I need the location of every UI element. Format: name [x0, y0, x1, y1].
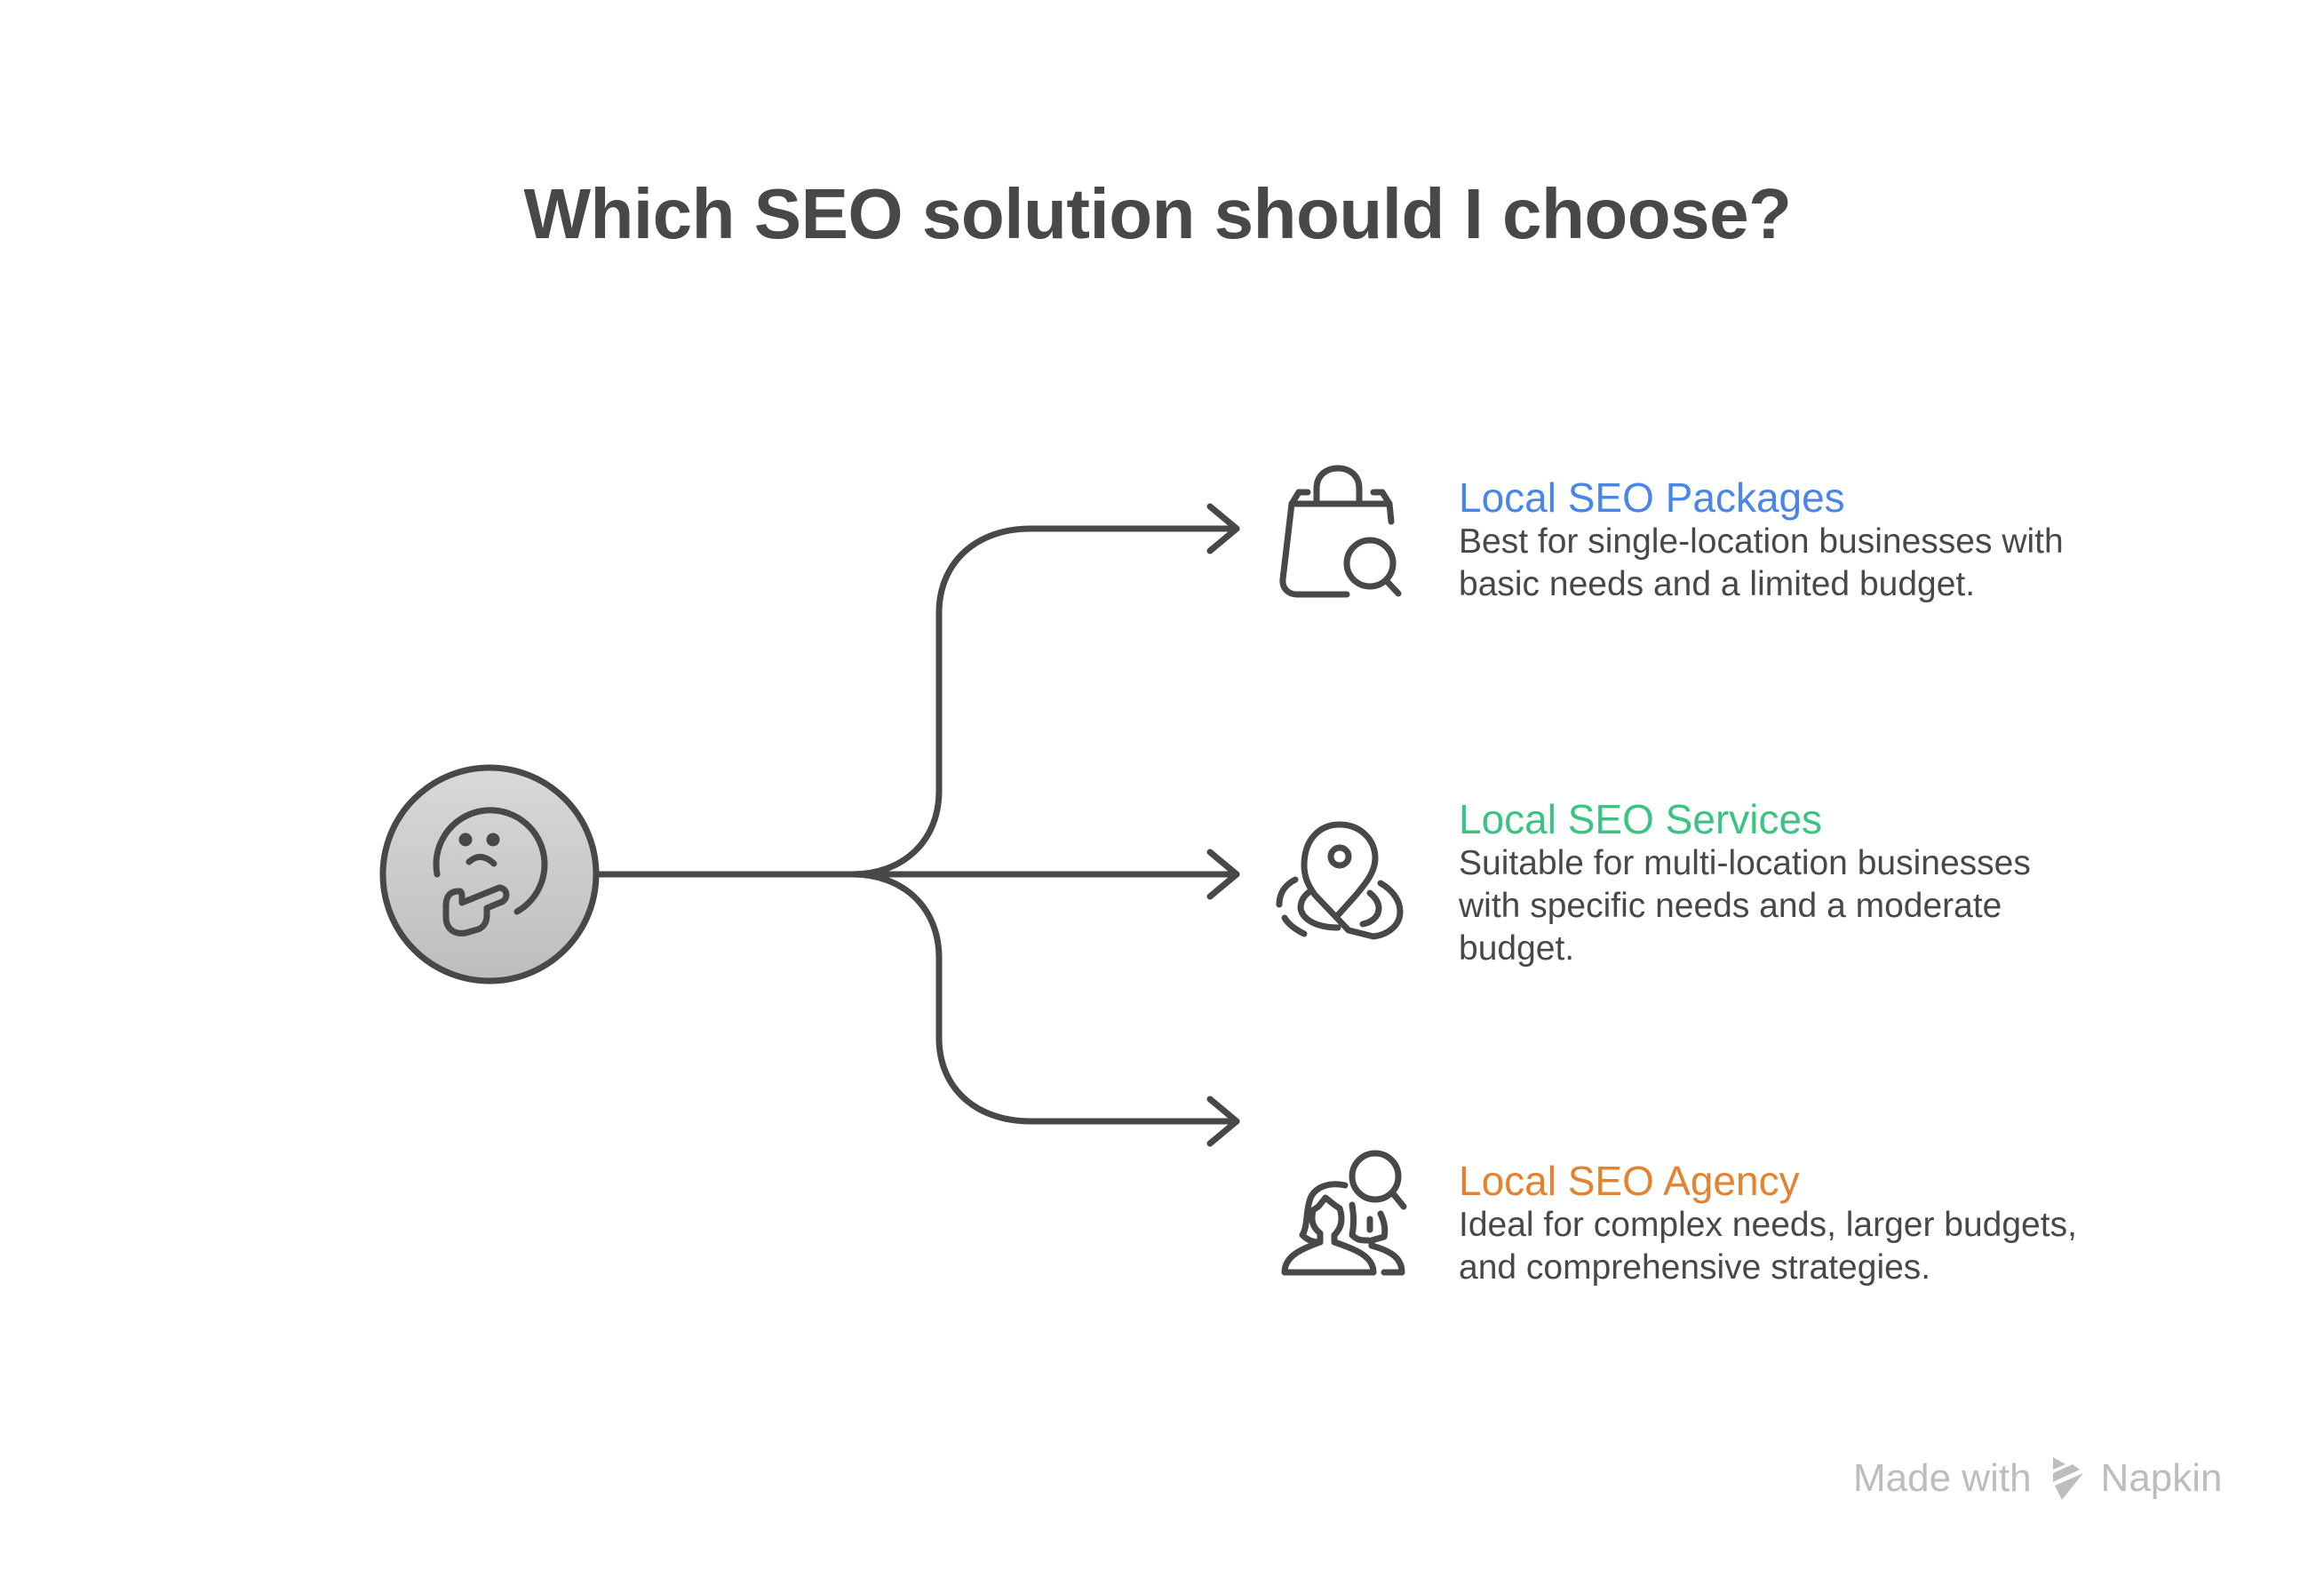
option-description: Best for single-location businesses with… — [1459, 522, 2064, 603]
option-local-seo-services: Local SEO Services Suitable for multi-lo… — [1459, 796, 2223, 970]
napkin-logo-icon — [2052, 1457, 2083, 1500]
thinking-face-icon — [433, 807, 548, 936]
option-title: Local SEO Services — [1459, 796, 1823, 842]
option-description: Ideal for complex needs, larger budgets,… — [1459, 1206, 2077, 1287]
napkin-brand-label: Napkin — [2100, 1456, 2223, 1500]
made-with-label: Made with — [1853, 1456, 2032, 1500]
made-with-napkin-badge[interactable]: Made with Napkin — [1853, 1454, 2223, 1503]
arrowhead-bottom — [1206, 1096, 1240, 1147]
option-title: Local SEO Packages — [1459, 474, 1845, 521]
branch-line-top — [849, 525, 1240, 878]
page-title: Which SEO solution should I choose? — [523, 174, 1792, 253]
root-node — [379, 764, 600, 984]
shopping-bag-search-icon — [1276, 464, 1414, 607]
people-search-icon — [1276, 1148, 1414, 1291]
arrowhead-top — [1206, 503, 1240, 554]
arrowhead-middle — [1206, 849, 1240, 900]
option-title: Local SEO Agency — [1459, 1158, 1800, 1204]
option-local-seo-agency: Local SEO Agency Ideal for complex needs… — [1459, 1158, 2223, 1289]
map-pin-location-icon — [1276, 809, 1414, 946]
option-description: Suitable for multi-location businesses w… — [1459, 844, 2031, 968]
branch-line-bottom — [849, 871, 1240, 1125]
option-local-seo-packages: Local SEO Packages Best for single-locat… — [1459, 474, 2223, 606]
